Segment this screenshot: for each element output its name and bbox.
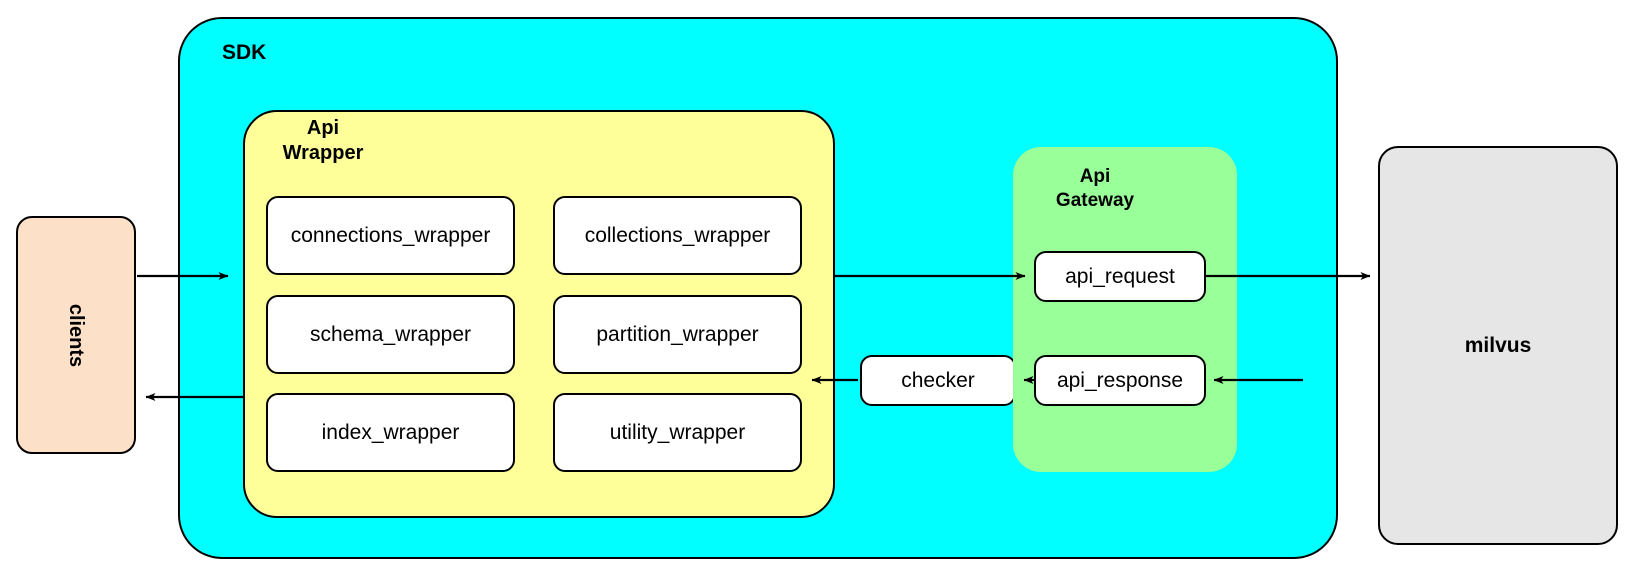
api-wrapper-label-line1: Api <box>306 117 340 139</box>
node-schema-wrapper[interactable]: schema_wrapper <box>266 295 515 374</box>
node-checker[interactable]: checker <box>860 355 1016 406</box>
node-utility-wrapper[interactable]: utility_wrapper <box>553 393 802 472</box>
api-wrapper-label: Api Wrapper <box>258 116 388 166</box>
sdk-label: SDK <box>222 41 267 64</box>
node-collections-wrapper[interactable]: collections_wrapper <box>553 196 802 275</box>
api-gateway-container[interactable] <box>1013 147 1237 472</box>
api-gateway-label-line1: Api <box>1079 166 1111 187</box>
node-milvus[interactable]: milvus <box>1378 146 1618 545</box>
api-gateway-label: Api Gateway <box>1030 165 1160 213</box>
node-connections-wrapper[interactable]: connections_wrapper <box>266 196 515 275</box>
node-partition-wrapper[interactable]: partition_wrapper <box>553 295 802 374</box>
node-index-wrapper[interactable]: index_wrapper <box>266 393 515 472</box>
node-api-response[interactable]: api_response <box>1034 355 1206 406</box>
clients-label: clients <box>65 303 88 367</box>
node-clients[interactable]: clients <box>16 216 136 454</box>
api-wrapper-label-line2: Wrapper <box>282 142 364 164</box>
api-gateway-label-line2: Gateway <box>1055 189 1135 211</box>
node-api-request[interactable]: api_request <box>1034 251 1206 302</box>
